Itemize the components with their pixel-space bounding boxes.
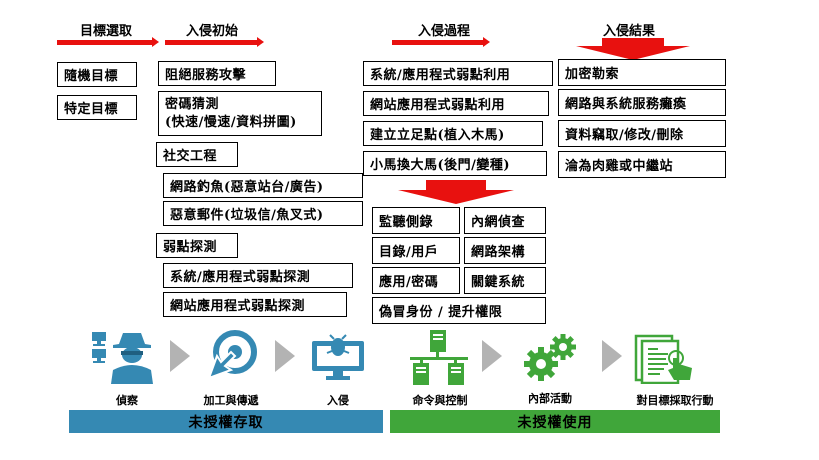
box-ransomware: 加密勒索 xyxy=(558,59,726,86)
box-web-app-exploit: 網站應用程式弱點利用 xyxy=(363,91,549,116)
phase-label-c2: 命令與控制 xyxy=(412,394,468,407)
server-network-icon xyxy=(410,330,468,385)
document-touch-icon xyxy=(634,334,692,384)
target-cursor-icon xyxy=(207,330,257,380)
box-key-systems: 關鍵系統 xyxy=(464,267,546,294)
phase-label-exploit: 入侵 xyxy=(327,394,349,407)
box-password-guess: 密碼猜測 (快速/慢速/資料拼圖) xyxy=(158,91,322,136)
password-guess-detail: (快速/慢速/資料拼圖) xyxy=(165,114,297,130)
box-botnet-relay: 淪為肉雞或中繼站 xyxy=(558,151,726,178)
chevron-right-icon xyxy=(275,340,295,372)
box-app-password: 應用/密碼 xyxy=(372,267,460,294)
arrow-right-icon xyxy=(165,37,264,47)
box-impersonation-privilege: 偽冒身份 / 提升權限 xyxy=(372,297,546,324)
box-service-disruption: 網路與系統服務癱瘓 xyxy=(558,89,726,116)
arrow-right-icon xyxy=(57,37,159,47)
box-foothold: 建立立足點(植入木馬) xyxy=(363,121,543,146)
box-internal-recon: 內網偵查 xyxy=(464,207,546,234)
spy-icon xyxy=(92,332,153,384)
header-intrusion-start: 入侵初始 xyxy=(186,24,239,39)
box-web-app-vuln-scan: 網站應用程式弱點探測 xyxy=(163,292,347,317)
bug-monitor-icon xyxy=(312,334,364,380)
box-vulnerability-scan: 弱點探測 xyxy=(156,233,238,258)
phase-label-recon: 偵察 xyxy=(116,394,138,407)
box-backdoor: 小馬換大馬(後門/變種) xyxy=(363,151,547,176)
arrow-down-icon xyxy=(576,38,690,60)
box-system-app-vuln-scan: 系統/應用程式弱點探測 xyxy=(163,263,353,288)
box-phishing: 網路釣魚(惡意站台/廣告) xyxy=(163,173,363,198)
box-system-app-exploit: 系統/應用程式弱點利用 xyxy=(363,61,553,86)
header-intrusion-result: 入侵結果 xyxy=(603,24,656,39)
arrow-down-icon xyxy=(398,180,514,204)
chevron-right-icon xyxy=(602,340,622,372)
box-specific-target: 特定目標 xyxy=(57,95,137,120)
box-data-theft: 資料竊取/修改/刪除 xyxy=(558,120,726,147)
chevron-right-icon xyxy=(482,340,502,372)
band-unauthorized-access: 未授權存取 xyxy=(69,410,383,433)
box-malicious-mail: 惡意郵件(垃圾信/魚叉式) xyxy=(163,201,363,226)
password-guess-title: 密碼猜測 xyxy=(165,96,220,112)
header-target-selection: 目標選取 xyxy=(80,24,133,39)
phase-label-lateral: 內部活動 xyxy=(528,392,572,405)
header-intrusion-process: 入侵過程 xyxy=(418,24,471,39)
band-unauthorized-use: 未授權使用 xyxy=(390,410,720,433)
arrow-right-icon xyxy=(392,37,490,47)
gears-icon xyxy=(524,334,576,381)
box-random-target: 隨機目標 xyxy=(57,62,137,87)
box-sniffing: 監聽側錄 xyxy=(372,207,460,234)
box-dos-attack: 阻絕服務攻擊 xyxy=(158,61,276,86)
chevron-right-icon xyxy=(170,340,190,372)
box-network-architecture: 網路架構 xyxy=(464,237,546,264)
phase-label-weaponize: 加工與傳遞 xyxy=(203,394,259,407)
phase-label-actions: 對目標採取行動 xyxy=(636,394,714,407)
box-social-engineering: 社交工程 xyxy=(156,142,238,167)
box-directory-user: 目錄/用戶 xyxy=(372,237,460,264)
